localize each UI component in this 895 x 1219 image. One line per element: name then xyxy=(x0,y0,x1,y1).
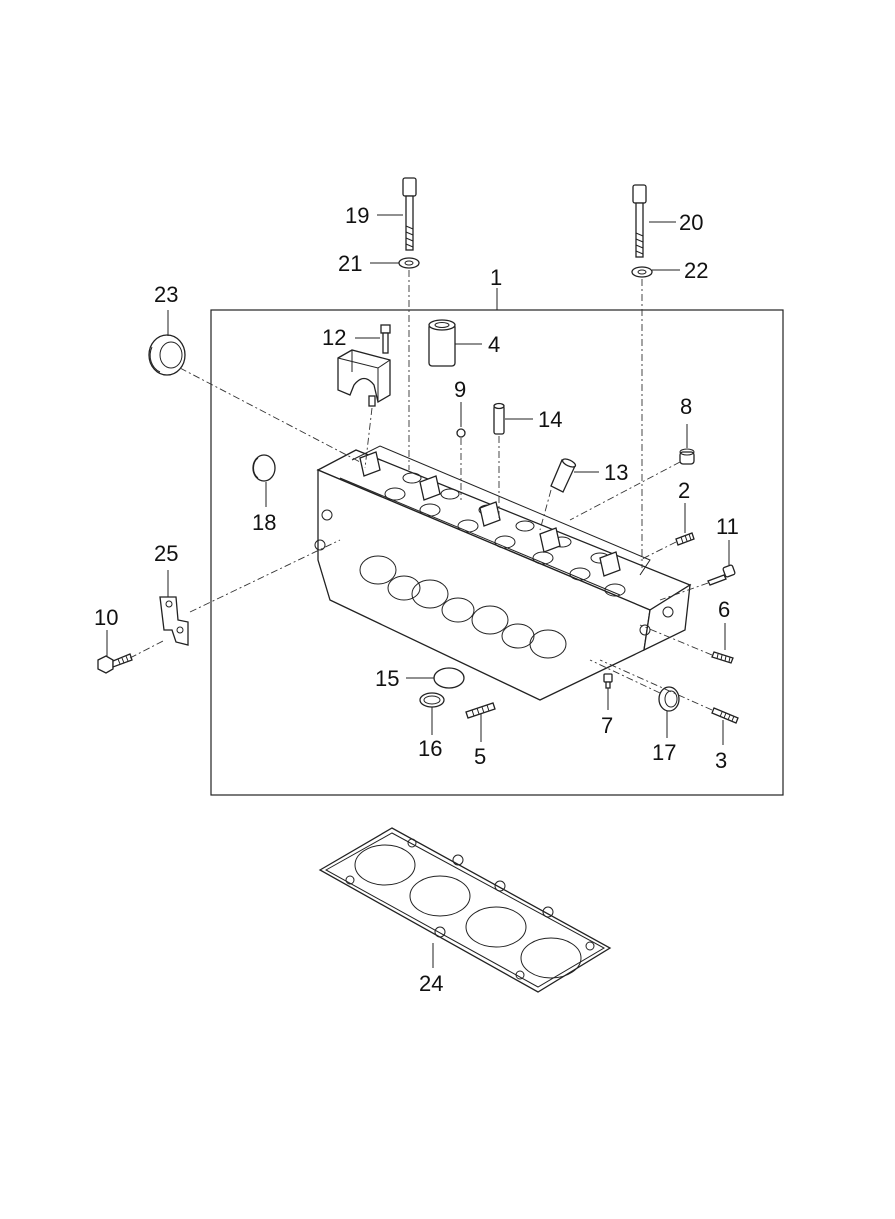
oil-seal-23[interactable] xyxy=(148,334,186,376)
callout-9: 9 xyxy=(454,377,466,402)
tappet-4[interactable] xyxy=(428,319,456,367)
leader-lines xyxy=(106,214,730,968)
callout-labels: 1 2 3 4 5 6 7 8 9 10 11 12 13 14 15 16 1… xyxy=(94,203,739,996)
stud-6[interactable] xyxy=(711,651,734,664)
callout-1: 1 xyxy=(490,265,502,290)
callout-10: 10 xyxy=(94,605,118,630)
washer-21[interactable] xyxy=(398,257,420,269)
callout-8: 8 xyxy=(680,394,692,419)
cam-bearing-cap xyxy=(337,349,391,407)
callout-4: 4 xyxy=(488,332,500,357)
callout-7: 7 xyxy=(601,713,613,738)
stud-2[interactable] xyxy=(675,532,695,546)
callout-20: 20 xyxy=(679,210,703,235)
callout-11: 11 xyxy=(716,514,739,539)
washer-22[interactable] xyxy=(631,266,653,278)
callout-22: 22 xyxy=(684,258,708,283)
cylinder-head-1[interactable] xyxy=(314,445,692,701)
callout-21: 21 xyxy=(338,251,362,276)
bolt-7[interactable] xyxy=(603,673,613,689)
head-gasket-24[interactable] xyxy=(318,827,612,993)
callout-23: 23 xyxy=(154,282,178,307)
head-bolt-19[interactable] xyxy=(402,177,417,251)
callout-17: 17 xyxy=(652,740,676,765)
callout-24: 24 xyxy=(419,971,443,996)
expansion-plug-18[interactable] xyxy=(252,454,276,482)
o-ring-15[interactable] xyxy=(433,667,465,689)
head-bolt-20[interactable] xyxy=(632,184,647,258)
gasket-16[interactable] xyxy=(419,692,445,708)
cam-cap-bolt-12[interactable] xyxy=(380,324,391,354)
bolt-11[interactable] xyxy=(707,564,736,586)
callout-2: 2 xyxy=(678,478,690,503)
callout-15: 15 xyxy=(375,666,399,691)
callout-3: 3 xyxy=(715,748,727,773)
bracket-25[interactable] xyxy=(159,596,189,646)
valve-guide-14[interactable] xyxy=(493,402,505,435)
callout-13: 13 xyxy=(604,460,628,485)
callout-18: 18 xyxy=(252,510,276,535)
plug-tube-13[interactable] xyxy=(550,457,577,493)
callout-25: 25 xyxy=(154,541,178,566)
bolt-10[interactable] xyxy=(97,653,133,674)
callout-6: 6 xyxy=(718,597,730,622)
callout-16: 16 xyxy=(418,736,442,761)
callout-12: 12 xyxy=(322,325,346,350)
assembly-lines xyxy=(129,270,713,711)
stud-5[interactable] xyxy=(465,702,496,719)
callout-19: 19 xyxy=(345,203,369,228)
callout-5: 5 xyxy=(474,744,486,769)
stud-3[interactable] xyxy=(711,707,739,724)
plug-9[interactable] xyxy=(456,428,466,438)
cap-plug-8[interactable] xyxy=(679,448,695,465)
callout-14: 14 xyxy=(538,407,562,432)
